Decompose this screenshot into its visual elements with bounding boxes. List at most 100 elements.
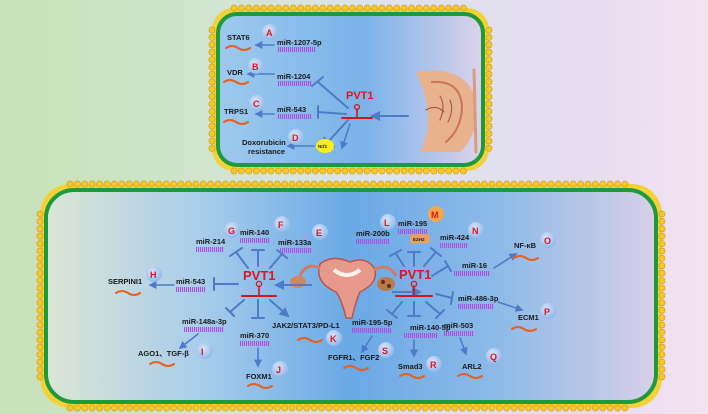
svg-text:EZH2: EZH2: [413, 237, 425, 242]
membrane-bead: [466, 404, 473, 412]
membrane-bead: [237, 4, 245, 12]
mirna-icon: [184, 327, 224, 332]
mrna-icon: [223, 119, 249, 125]
membrane-bead: [147, 180, 155, 188]
membrane-bead: [452, 4, 460, 12]
svg-text:B: B: [252, 62, 259, 72]
membrane-bead: [274, 4, 282, 12]
membrane-bead: [236, 180, 244, 188]
membrane-bead: [244, 180, 251, 188]
badge-q: Q: [486, 348, 502, 364]
membrane-bead: [199, 404, 207, 412]
membrane-bead: [303, 404, 311, 412]
mrna-icon: [297, 337, 323, 343]
membrane-bead: [377, 404, 385, 412]
membrane-bead: [510, 180, 518, 188]
top-membrane-beads: [208, 4, 493, 175]
badge-r: R: [426, 356, 442, 372]
membrane-bead: [170, 404, 177, 412]
membrane-bead: [208, 56, 216, 63]
membrane-bead: [658, 365, 666, 373]
membrane-bead: [555, 180, 562, 188]
membrane-bead: [184, 404, 192, 412]
membrane-bead: [430, 167, 438, 175]
membrane-bead: [485, 93, 493, 100]
membrane-bead: [252, 4, 260, 12]
membrane-bead: [266, 404, 274, 412]
membrane-bead: [304, 4, 312, 12]
membrane-bead: [443, 404, 451, 412]
membrane-bead: [229, 180, 237, 188]
membrane-bead: [340, 404, 348, 412]
membrane-bead: [485, 85, 493, 93]
membrane-bead: [437, 4, 445, 12]
membrane-bead: [319, 4, 327, 12]
membrane-bead: [400, 4, 408, 12]
membrane-bead: [371, 167, 378, 175]
membrane-bead: [459, 167, 467, 175]
membrane-bead: [485, 41, 493, 49]
membrane-bead: [252, 167, 260, 175]
membrane-bead: [311, 4, 319, 12]
svg-text:P: P: [544, 307, 550, 317]
membrane-bead: [311, 167, 319, 175]
membrane-bead: [485, 137, 493, 145]
membrane-bead: [245, 4, 253, 12]
top-pvt1-gene-icon: [341, 103, 373, 119]
membrane-bead: [325, 404, 333, 412]
membrane-bead: [310, 180, 318, 188]
membrane-bead: [458, 180, 466, 188]
membrane-bead: [36, 291, 44, 299]
membrane-bead: [297, 167, 304, 175]
membrane-bead: [384, 404, 392, 412]
svg-text:R: R: [430, 360, 437, 370]
membrane-bead: [221, 404, 229, 412]
membrane-bead: [340, 180, 348, 188]
mirna-icon: [398, 229, 428, 234]
membrane-bead: [66, 180, 74, 188]
left-pvt1-gene-icon: [241, 280, 277, 297]
mirna-icon: [278, 81, 312, 86]
membrane-bead: [532, 404, 540, 412]
membrane-bead: [485, 71, 493, 78]
membrane-bead: [36, 328, 44, 336]
membrane-bead: [36, 210, 44, 218]
membrane-bead: [658, 291, 666, 299]
membrane-bead: [348, 4, 356, 12]
svg-text:H: H: [150, 270, 157, 280]
gene-arl2: ARL2: [462, 362, 482, 371]
membrane-bead: [36, 336, 44, 344]
membrane-bead: [658, 254, 666, 262]
membrane-bead: [273, 404, 281, 412]
svg-text:I: I: [201, 347, 204, 357]
membrane-bead: [399, 404, 407, 412]
membrane-bead: [658, 225, 666, 233]
mirna-label-424: miR-424: [440, 233, 470, 242]
membrane-bead: [170, 180, 177, 188]
membrane-bead: [378, 4, 386, 12]
badge-m: M: [428, 206, 444, 222]
membrane-bead: [356, 4, 364, 12]
svg-text:Q: Q: [490, 352, 497, 362]
membrane-bead: [415, 167, 423, 175]
membrane-bead: [459, 4, 467, 12]
membrane-bead: [208, 63, 216, 71]
mirna-icon: [278, 114, 312, 119]
membrane-bead: [363, 4, 371, 12]
membrane-bead: [445, 167, 452, 175]
badge-o: O: [540, 232, 556, 248]
membrane-bead: [408, 167, 415, 175]
gene-nfkb: NF-κB: [514, 241, 537, 250]
mirna-label-133a: miR-133a: [278, 238, 312, 247]
membrane-bead: [485, 78, 493, 86]
mrna-icon: [223, 79, 249, 85]
mirna-icon: [440, 243, 468, 248]
gene-ago1-tgfb: AGO1、TGF-β: [138, 349, 189, 358]
membrane-bead: [378, 167, 386, 175]
membrane-bead: [282, 167, 290, 175]
svg-text:D: D: [292, 133, 299, 143]
membrane-bead: [267, 4, 275, 12]
membrane-bead: [208, 108, 216, 115]
membrane-bead: [495, 180, 503, 188]
